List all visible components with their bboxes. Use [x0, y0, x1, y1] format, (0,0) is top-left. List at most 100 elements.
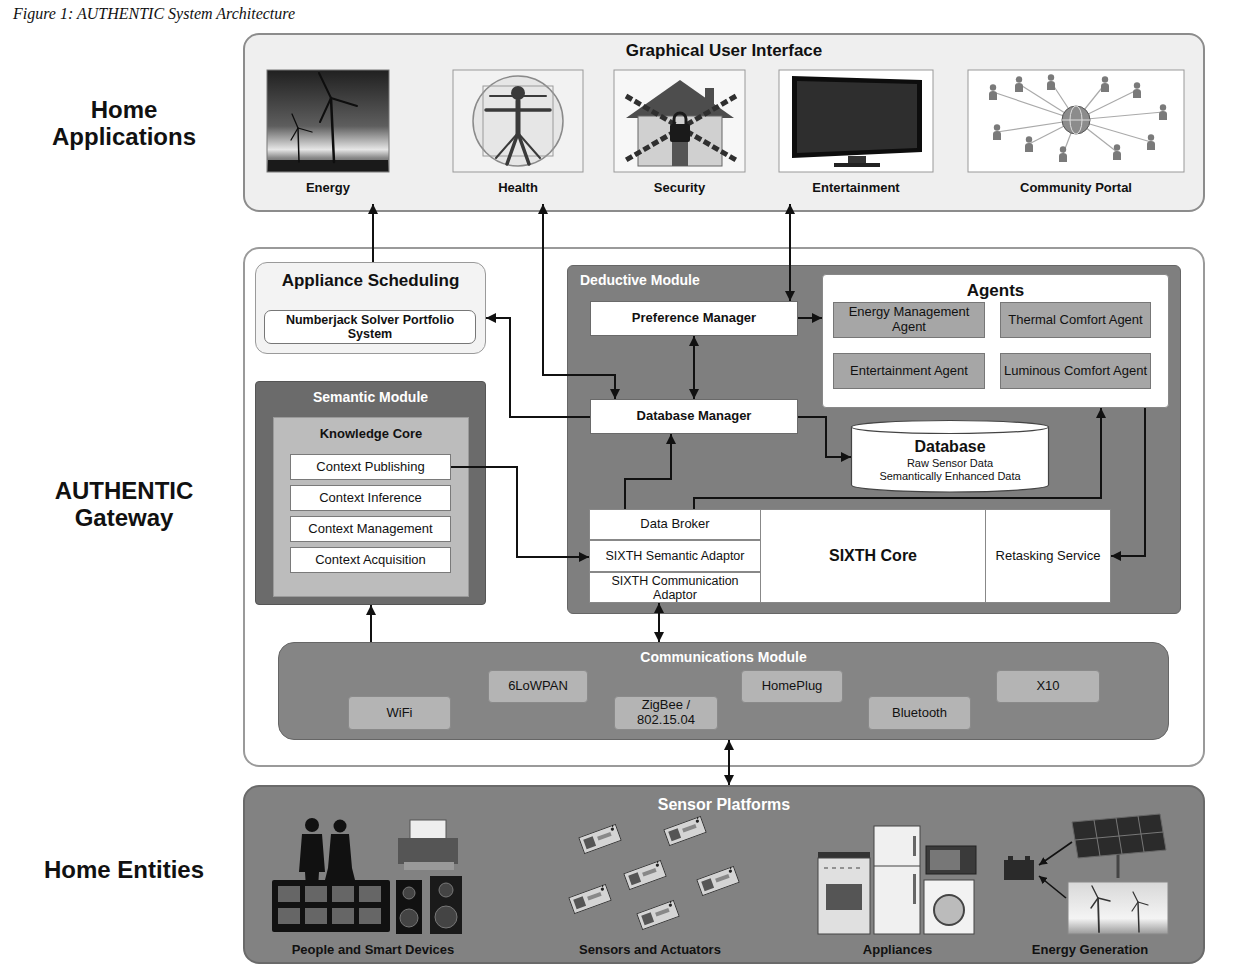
community-picture-part — [968, 70, 1184, 172]
connector-arrow — [625, 434, 671, 509]
people-devices-picture-part-part — [278, 886, 300, 902]
node-label: WiFi — [387, 706, 413, 721]
text-slot: Semantic Module — [255, 386, 486, 410]
text-slot: Raw Sensor Data — [851, 457, 1049, 470]
appliances-picture-part — [930, 850, 960, 870]
node-label: Energy Management Agent — [836, 305, 982, 334]
text-slot: Sensor Platforms — [243, 793, 1205, 817]
people-devices-picture — [272, 818, 462, 934]
energy-generation-picture-part-part — [1116, 818, 1122, 854]
community-picture-part — [1025, 136, 1033, 152]
agent-box: Entertainment Agent — [833, 353, 985, 389]
node-label: ZigBee / 802.15.04 — [617, 698, 715, 727]
protocol-box: 6LoWPAN — [488, 670, 588, 703]
entertainment-picture-part — [792, 76, 922, 158]
node-label: Context Publishing — [316, 460, 424, 475]
energy-generation-picture — [1004, 814, 1168, 934]
scheduling-box: Numberjack Solver Portfolio SystemApplia… — [255, 262, 486, 354]
node-label: Health — [498, 181, 538, 196]
community-picture-part — [1059, 146, 1067, 162]
connectors — [371, 204, 1145, 785]
context-box: Context Publishing — [290, 454, 451, 480]
community-picture-part-part — [1076, 112, 1163, 120]
text-slot: Security — [594, 176, 765, 200]
manager-box: Preference Manager — [590, 301, 798, 336]
node-label: Luminous Comfort Agent — [1004, 364, 1147, 379]
security-picture-part — [705, 88, 714, 108]
text-slot: SIXTH Semantic Adaptor — [589, 540, 761, 572]
text-slot: Context Acquisition — [290, 547, 451, 573]
community-picture-part-part — [1051, 82, 1076, 120]
text-slot: Health — [433, 176, 603, 200]
energy-photo — [267, 70, 389, 172]
cylinder-top — [852, 421, 1049, 434]
security-picture-part — [614, 70, 745, 172]
adaptor-box: SIXTH Semantic Adaptor — [589, 540, 761, 572]
protocol-box: WiFi — [348, 696, 451, 730]
node-label: X10 — [1036, 679, 1059, 694]
text-slot: Semantically Enhanced Data — [851, 470, 1049, 483]
energy-photo-part — [291, 73, 357, 162]
connector-arrow — [451, 467, 589, 557]
node-label: Sensors and Actuators — [579, 943, 721, 958]
text-slot: Context Publishing — [290, 454, 451, 480]
people-devices-picture-part — [400, 909, 418, 927]
text-slot: Knowledge Core — [273, 422, 469, 446]
sensor-boards-picture-part — [635, 894, 680, 929]
community-picture-part — [1133, 82, 1141, 98]
node-label: SIXTH Communication Adaptor — [592, 574, 758, 602]
energy-generation-picture-part — [1068, 882, 1168, 934]
node-label: Appliance Scheduling — [282, 271, 460, 290]
energy-photo-part-part — [331, 98, 334, 162]
energy-generation-picture-part — [1117, 852, 1120, 878]
interface-panel: EnergyHealthSecurityEntertainmentCommuni… — [243, 33, 1205, 212]
figure-caption: Figure 1: AUTHENTIC System Architecture — [13, 5, 295, 23]
energy-generation-picture-part-part — [1132, 892, 1148, 911]
security-picture-part — [670, 124, 690, 142]
sensor-boards-picture-part — [662, 810, 707, 845]
health-picture-part-part — [516, 101, 521, 134]
text-slot: Appliances — [800, 940, 995, 960]
security-picture-part — [626, 80, 734, 118]
health-picture-part-part — [490, 95, 546, 97]
text-slot: People and Smart Devices — [252, 940, 494, 960]
node-label: SIXTH Semantic Adaptor — [606, 549, 745, 563]
entertainment-picture-part — [848, 156, 866, 164]
people-devices-picture-part — [430, 876, 462, 934]
text-slot: Home Entities — [24, 835, 224, 905]
entity-tile: Appliances — [810, 812, 985, 960]
adaptor-box: Data Broker — [589, 509, 761, 540]
connector-arrow — [543, 204, 615, 399]
community-picture-part-part — [1076, 120, 1117, 152]
health-picture — [453, 70, 583, 172]
text-slot: Energy Generation — [985, 940, 1195, 960]
community-picture-part — [1047, 74, 1055, 90]
health-picture-part — [453, 70, 583, 172]
health-picture-part-part — [496, 133, 540, 158]
node-label: SIXTH Core — [829, 547, 917, 565]
sensor-boards-picture-part — [577, 818, 622, 853]
text-slot: Context Inference — [290, 485, 451, 511]
node-label: Preference Manager — [632, 311, 756, 326]
text-slot: Sensors and Actuators — [545, 940, 755, 960]
energy-generation-picture-part — [1008, 856, 1013, 860]
row-label: Home Applications — [27, 97, 221, 151]
energy-photo-part-part — [319, 73, 357, 122]
appliances-picture-part — [913, 836, 916, 856]
people-devices-picture-part — [435, 906, 457, 928]
energy-photo-part — [267, 70, 389, 172]
community-picture — [968, 70, 1184, 172]
entity-tile: Energy Generation — [995, 812, 1185, 960]
appliances-picture-part — [934, 895, 964, 925]
energy-generation-picture-part — [1091, 886, 1148, 932]
text-slot: SIXTH Communication Adaptor — [589, 572, 761, 603]
sensor-boards-picture — [567, 810, 740, 929]
people-devices-picture-part-part — [359, 886, 381, 902]
text-slot: Bluetooth — [868, 696, 971, 730]
module-box: 6LoWPANHomePlugX10WiFiZigBee / 802.15.04… — [278, 642, 1169, 740]
energy-generation-picture-part — [1075, 816, 1163, 856]
node-label: Thermal Comfort Agent — [1008, 313, 1142, 328]
health-picture-part — [483, 86, 553, 156]
community-picture-part-part — [1076, 120, 1151, 142]
node-label: Entertainment — [812, 181, 899, 196]
